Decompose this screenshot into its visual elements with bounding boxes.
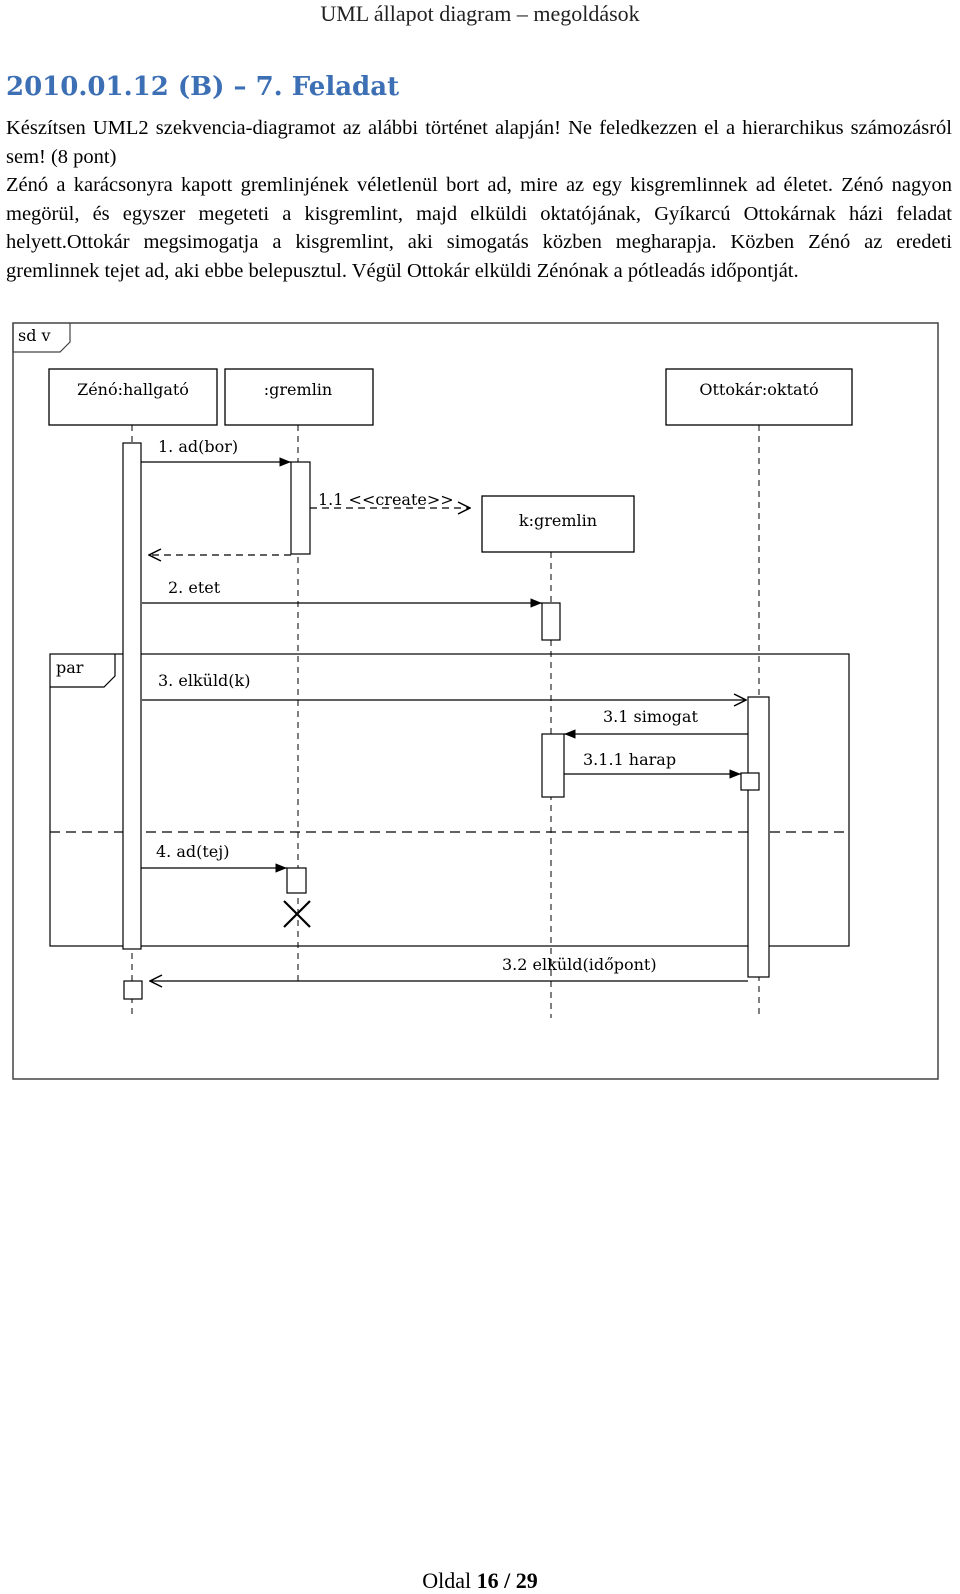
frame-label-box	[12, 323, 71, 353]
frame-label: sd v	[18, 326, 51, 345]
task-title: 2010.01.12 (B) – 7. Feladat	[6, 72, 400, 102]
task-description: Készítsen UML2 szekvencia-diagramot az a…	[6, 114, 952, 286]
lifeline-label-gremlin: :gremlin	[264, 380, 332, 399]
message-label-2: 2. etet	[168, 578, 221, 597]
destruction-icon	[283, 900, 311, 928]
running-header: UML állapot diagram – megoldások	[320, 1, 640, 26]
total-pages: 29	[515, 1568, 538, 1593]
activation-kgremlin-1	[541, 602, 561, 641]
activation-gremlin-2	[286, 867, 307, 894]
lifeline-head-zeno	[48, 368, 218, 426]
footer-separator: /	[498, 1568, 516, 1593]
task-instruction: Készítsen UML2 szekvencia-diagramot az a…	[6, 117, 952, 168]
message-label-3: 3. elküld(k)	[158, 671, 250, 690]
message-label-1-1: 1.1 <<create>>	[318, 490, 454, 509]
lifeline-label-kgremlin: k:gremlin	[519, 511, 597, 530]
current-page: 16	[476, 1568, 499, 1593]
par-fragment-label-box	[50, 654, 116, 688]
sequence-diagram: sd v Zénó:hallgató :gremlin Ottokár:okta…	[12, 322, 952, 1088]
task-story: Zénó a karácsonyra kapott gremlinjének v…	[6, 174, 952, 282]
activation-kgremlin-2	[541, 733, 565, 798]
lifeline-label-zeno: Zénó:hallgató	[77, 380, 189, 399]
message-label-4: 4. ad(tej)	[156, 842, 229, 861]
activation-ottokar	[747, 696, 770, 978]
footer-prefix: Oldal	[422, 1568, 477, 1593]
message-label-3-1-1: 3.1.1 harap	[583, 750, 676, 769]
lifeline-head-gremlin	[224, 368, 374, 426]
message-label-1: 1. ad(bor)	[158, 437, 238, 456]
lifeline-head-kgremlin	[481, 495, 635, 553]
message-label-3-1: 3.1 simogat	[603, 707, 698, 726]
activation-gremlin-1	[290, 461, 311, 555]
activation-zeno	[122, 442, 142, 950]
par-fragment-label: par	[56, 658, 84, 677]
page-footer: Oldal 16 / 29	[0, 1568, 960, 1594]
activation-zeno-final	[123, 980, 143, 1000]
activation-ottokar-nested	[740, 772, 760, 791]
par-fragment	[49, 653, 850, 947]
message-label-3-2: 3.2 elküld(időpont)	[502, 955, 657, 974]
lifeline-label-ottokar: Ottokár:oktató	[699, 380, 818, 399]
diagram-frame	[12, 322, 939, 1080]
